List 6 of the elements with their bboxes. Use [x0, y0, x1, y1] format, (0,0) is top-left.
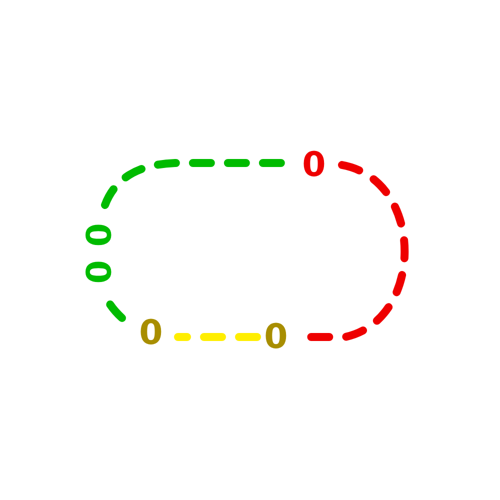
- node-label: 0: [300, 148, 328, 182]
- node-label: 0: [262, 320, 290, 354]
- node-label: 0: [80, 258, 114, 286]
- node-label: 0: [80, 221, 114, 249]
- dashed-connector: [174, 333, 261, 341]
- node-label: 0: [137, 316, 165, 350]
